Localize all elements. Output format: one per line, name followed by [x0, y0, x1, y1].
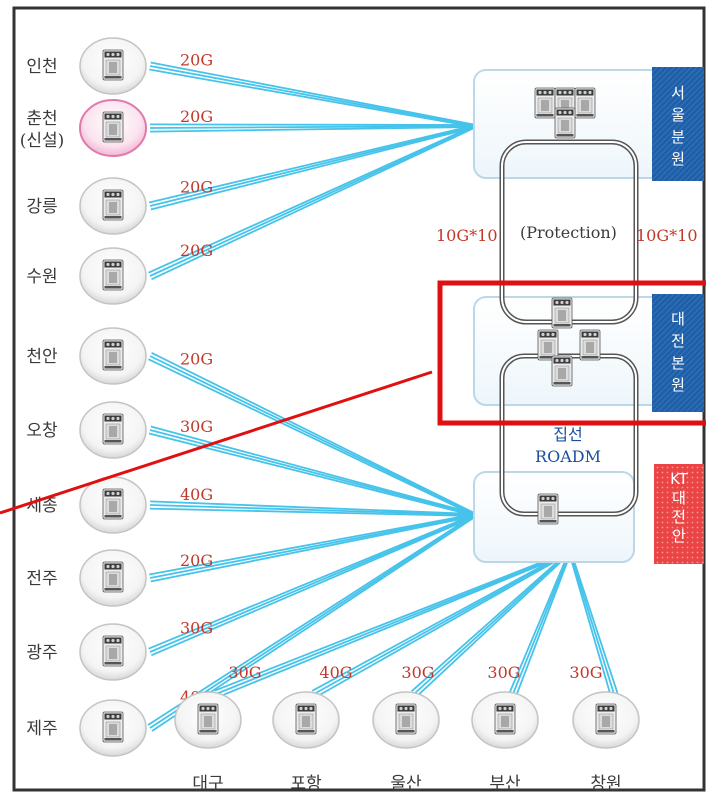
kt-tag-part-3: 전 [672, 508, 686, 526]
site-label-9: 광주 [26, 643, 57, 663]
link-4 [148, 124, 477, 281]
bottom-link-5 [568, 551, 619, 696]
link-7 [149, 500, 477, 517]
link-capacity-1: 20G [180, 51, 213, 70]
site-label-1: 인천 [26, 57, 57, 77]
site-label-8: 전주 [26, 569, 57, 589]
highlight-pointer-line [0, 370, 433, 515]
site-label-4: 수원 [26, 267, 57, 287]
link-3 [148, 124, 477, 211]
site-node-6 [79, 401, 147, 459]
bottom-link-capacity-5: 30G [569, 663, 602, 682]
daejeon-tag-char-1: 대 [671, 310, 685, 328]
highlight-box [437, 280, 706, 426]
link-9 [148, 513, 477, 657]
site-node-4 [79, 247, 147, 305]
bottom-site-node-3 [372, 691, 440, 749]
bottom-link-capacity-4: 30G [487, 663, 520, 682]
seoul-tag-char-3: 분 [671, 128, 685, 146]
seoul-tag-char-4: 원 [671, 150, 685, 168]
bottom-link-3 [410, 550, 572, 698]
bottom-sites: 대구 30G 포항 40G 울산 30G 부산 30G 창원 30G [174, 663, 640, 794]
site-label-10: 제주 [26, 719, 57, 739]
bottom-link-capacity-1: 30G [228, 663, 261, 682]
daejeon-tag-char-3: 본 [671, 354, 685, 372]
link-capacity-2: 20G [180, 107, 213, 126]
site-label-6: 오창 [26, 421, 58, 441]
site-node-1 [79, 37, 147, 95]
link-capacity-4: 20G [180, 241, 213, 260]
site-label-5: 천안 [26, 347, 58, 367]
link-1 [149, 61, 477, 128]
link-capacity-9: 30G [180, 618, 213, 637]
link-2 [149, 123, 477, 133]
site-label-2: 춘천 [26, 109, 57, 129]
bottom-site-node-5 [572, 691, 640, 749]
link-capacity-6: 30G [180, 417, 213, 436]
site-node-8 [79, 549, 147, 607]
ring-protection-label: (Protection) [520, 223, 617, 242]
link-capacity-5: 20G [180, 350, 213, 369]
bottom-site-label-4: 부산 [489, 774, 521, 794]
kt-tag-part-4: 안 [672, 527, 686, 545]
link-5 [148, 351, 477, 517]
bottom-link-2 [311, 550, 571, 698]
site-label-note-2: (신설) [20, 131, 65, 151]
bottom-site-label-2: 포항 [290, 774, 322, 794]
link-capacity-7: 40G [180, 485, 213, 504]
bottom-site-node-4 [471, 691, 539, 749]
kt-tag-part-2: 대 [672, 489, 686, 507]
seoul-tag-char-1: 서 [671, 84, 685, 102]
bottom-link-4 [508, 551, 572, 696]
roadm-label-line1: 집선 [553, 425, 582, 444]
daejeon-tag-char-4: 원 [671, 376, 685, 394]
site-node-7 [79, 476, 147, 534]
link-8 [149, 513, 477, 583]
link-capacity-3: 20G [180, 178, 213, 197]
roadm-label-line2: ROADM [535, 447, 601, 466]
site-node-9 [79, 623, 147, 681]
site-label-3: 강릉 [26, 197, 57, 217]
ring-capacity-right: 10G*10 [636, 226, 698, 245]
bottom-link-capacity-3: 30G [401, 663, 434, 682]
bottom-site-node-1 [174, 691, 242, 749]
site-node-3 [79, 177, 147, 235]
bottom-site-label-1: 대구 [192, 774, 223, 794]
bottom-link-capacity-2: 40G [319, 663, 352, 682]
link-capacity-8: 20G [180, 551, 213, 570]
fiber-links [147, 61, 619, 732]
seoul-tag-char-2: 울 [671, 106, 685, 124]
daejeon-tag-char-2: 전 [671, 332, 685, 350]
site-node-5 [79, 327, 147, 385]
kt-tag-part-1: KT [670, 470, 689, 488]
kt-roadm-device [537, 493, 559, 525]
site-node-10 [79, 699, 147, 757]
site-node-2 [79, 99, 147, 157]
bottom-site-label-3: 울산 [390, 774, 422, 794]
bottom-link-1 [214, 550, 571, 699]
bottom-site-label-5: 창원 [590, 774, 621, 794]
bottom-site-node-2 [272, 691, 340, 749]
ring-capacity-left: 10G*10 [436, 226, 498, 245]
